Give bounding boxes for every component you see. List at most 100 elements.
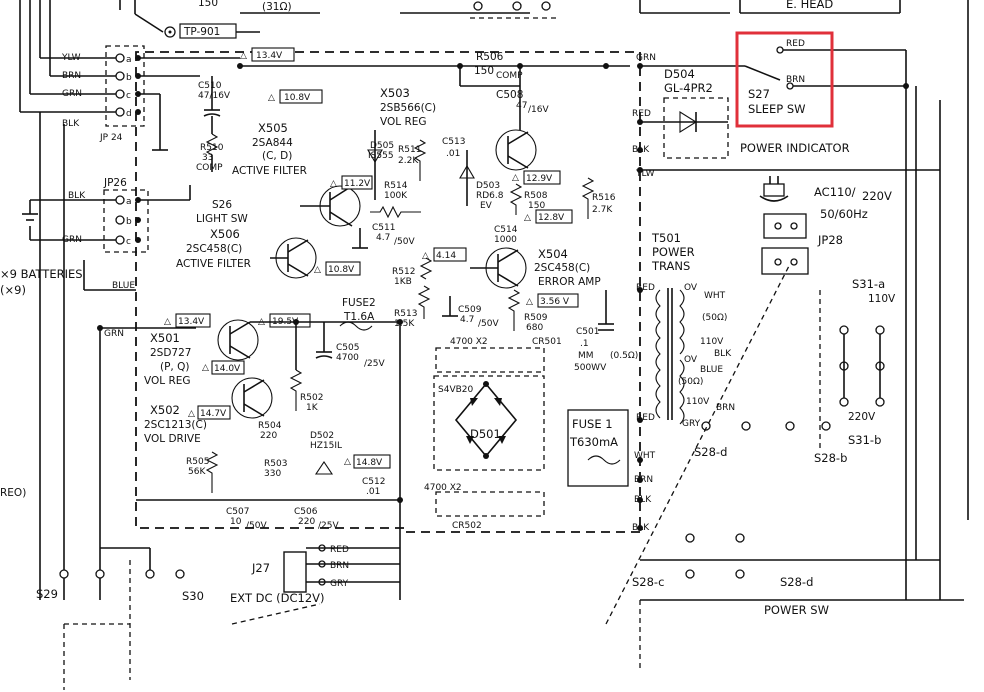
fuse1-ref: FUSE 1: [572, 417, 613, 431]
r509-value: 680: [526, 323, 543, 333]
v140-label: 14.0V: [214, 364, 241, 374]
r503-value: 330: [264, 469, 281, 479]
t501-110v: 110V: [700, 337, 724, 347]
delta-6: △: [524, 213, 531, 223]
s28c-ref: S28-c: [632, 575, 664, 589]
delta-4: △: [314, 265, 321, 275]
d505-part: IS555: [368, 151, 394, 161]
voltage-13-4b: △ 13.4V: [164, 313, 211, 328]
v414-label: 4.14: [436, 251, 456, 261]
t501-trans: TRANS: [651, 259, 690, 273]
r514-ref: R514: [384, 181, 408, 191]
j27-red: RED: [330, 545, 349, 555]
x501-part: 2SD727: [150, 347, 191, 359]
r514-value: 100K: [384, 191, 408, 201]
t501-0v-2: OV: [684, 355, 698, 365]
cr501-ref: CR501: [532, 337, 562, 347]
jp26-label: JP26: [103, 177, 127, 189]
x501-transistor: [217, 319, 259, 361]
ac-frequency: 50/60Hz: [820, 207, 868, 221]
voltage-12-9: △ 12.9V: [512, 170, 561, 185]
c4700-top: 4700 X2: [450, 337, 488, 347]
voltage-10-8: △ 10.8V: [268, 89, 323, 104]
v112-label: 11.2V: [344, 179, 371, 189]
r516-ref: R516: [592, 193, 616, 203]
s26-func: LIGHT SW: [196, 213, 248, 225]
voltage-11-2: △ 11.2V: [330, 175, 373, 190]
voltage-12-8: △ 12.8V: [524, 209, 573, 224]
d503-ref: D503: [476, 181, 500, 191]
x506-part: 2SC458(C): [186, 243, 242, 255]
s28d-ref: S28-d: [694, 445, 727, 459]
r504-ref: R504: [258, 421, 282, 431]
r502-value: 1K: [306, 403, 319, 413]
r511-value: 2.2K: [398, 156, 419, 166]
t501-wht: WHT: [704, 291, 726, 301]
c508-volt: /16V: [528, 105, 549, 115]
d504-red: RED: [632, 109, 651, 119]
x505-part: 2SA844: [252, 137, 293, 149]
t501-110v-2: 110V: [686, 397, 710, 407]
d502-part: HZ15IL: [310, 441, 342, 451]
j27-gry: GRY: [330, 579, 349, 589]
battery-sub: (×9): [0, 283, 26, 297]
c507-volt: /50V: [246, 521, 267, 531]
c506-volt: /25V: [318, 521, 339, 531]
jp24-label: JP 24: [99, 133, 123, 143]
c508-value: 47: [516, 101, 527, 111]
voltage-4-14: △ 4.14: [422, 247, 467, 262]
sleep-sw-label: SLEEP SW: [748, 102, 806, 116]
grn-top-right: GRN: [636, 53, 656, 63]
c4700-bot: 4700 X2: [424, 483, 462, 493]
x503-part: 2SB566(C): [380, 102, 436, 114]
ylw-right: YLW: [635, 169, 655, 179]
blue-wire: BLUE: [112, 281, 135, 291]
jp26-pin-c: c: [126, 237, 131, 247]
jp28-label: JP28: [817, 233, 843, 247]
t501-blk: BLK: [714, 349, 732, 359]
tp901-label: TP-901: [183, 26, 220, 38]
c505-volt: /25V: [364, 359, 385, 369]
bridge-part: S4VB20: [438, 385, 473, 395]
cr502-ref: CR502: [452, 521, 482, 531]
c512-ref: C512: [362, 477, 385, 487]
t501-gry: GRY: [682, 419, 701, 429]
c509-ref: C509: [458, 305, 482, 315]
c509-value: 4.7: [460, 315, 474, 325]
delta-1: △: [240, 51, 247, 61]
delta-9: △: [164, 317, 171, 327]
r503-ref: R503: [264, 459, 287, 469]
r506-value: 150: [474, 65, 494, 77]
s27-red: RED: [786, 39, 805, 49]
d503-part: RD6.8: [476, 191, 504, 201]
v129-label: 12.9V: [526, 174, 553, 184]
d502-ref: D502: [310, 431, 334, 441]
r508-ref: R508: [524, 191, 548, 201]
ac-plug: [759, 176, 809, 275]
r509-ref: R509: [524, 313, 548, 323]
x502-ref: X502: [150, 403, 180, 417]
v134-label: 13.4V: [256, 51, 283, 61]
c505-value: 4700: [336, 353, 359, 363]
s31b-220v: 220V: [848, 411, 876, 423]
c510-label: C510: [198, 81, 222, 91]
s30-ref: S30: [182, 589, 204, 603]
t501-transformer: [655, 288, 685, 425]
r506-comp: COMP: [496, 71, 523, 81]
c512-value: .01: [366, 487, 380, 497]
fuse2-rating: T1.6A: [343, 311, 375, 323]
d501-ref: D501: [470, 427, 501, 441]
voltage-14-0: △ 14.0V: [202, 360, 245, 375]
c506-ref: C506: [294, 507, 318, 517]
r510-comp: COMP: [196, 163, 223, 173]
power-sw-label: POWER SW: [764, 603, 829, 617]
pin-c: c: [126, 91, 131, 101]
r505-value: 56K: [188, 467, 206, 477]
x502-func: VOL DRIVE: [144, 433, 201, 445]
delta-8: △: [526, 297, 533, 307]
delta-3: △: [330, 179, 337, 189]
c509-volt: /50V: [478, 319, 499, 329]
fuse-wht: WHT: [634, 451, 656, 461]
delta-11: △: [202, 363, 209, 373]
